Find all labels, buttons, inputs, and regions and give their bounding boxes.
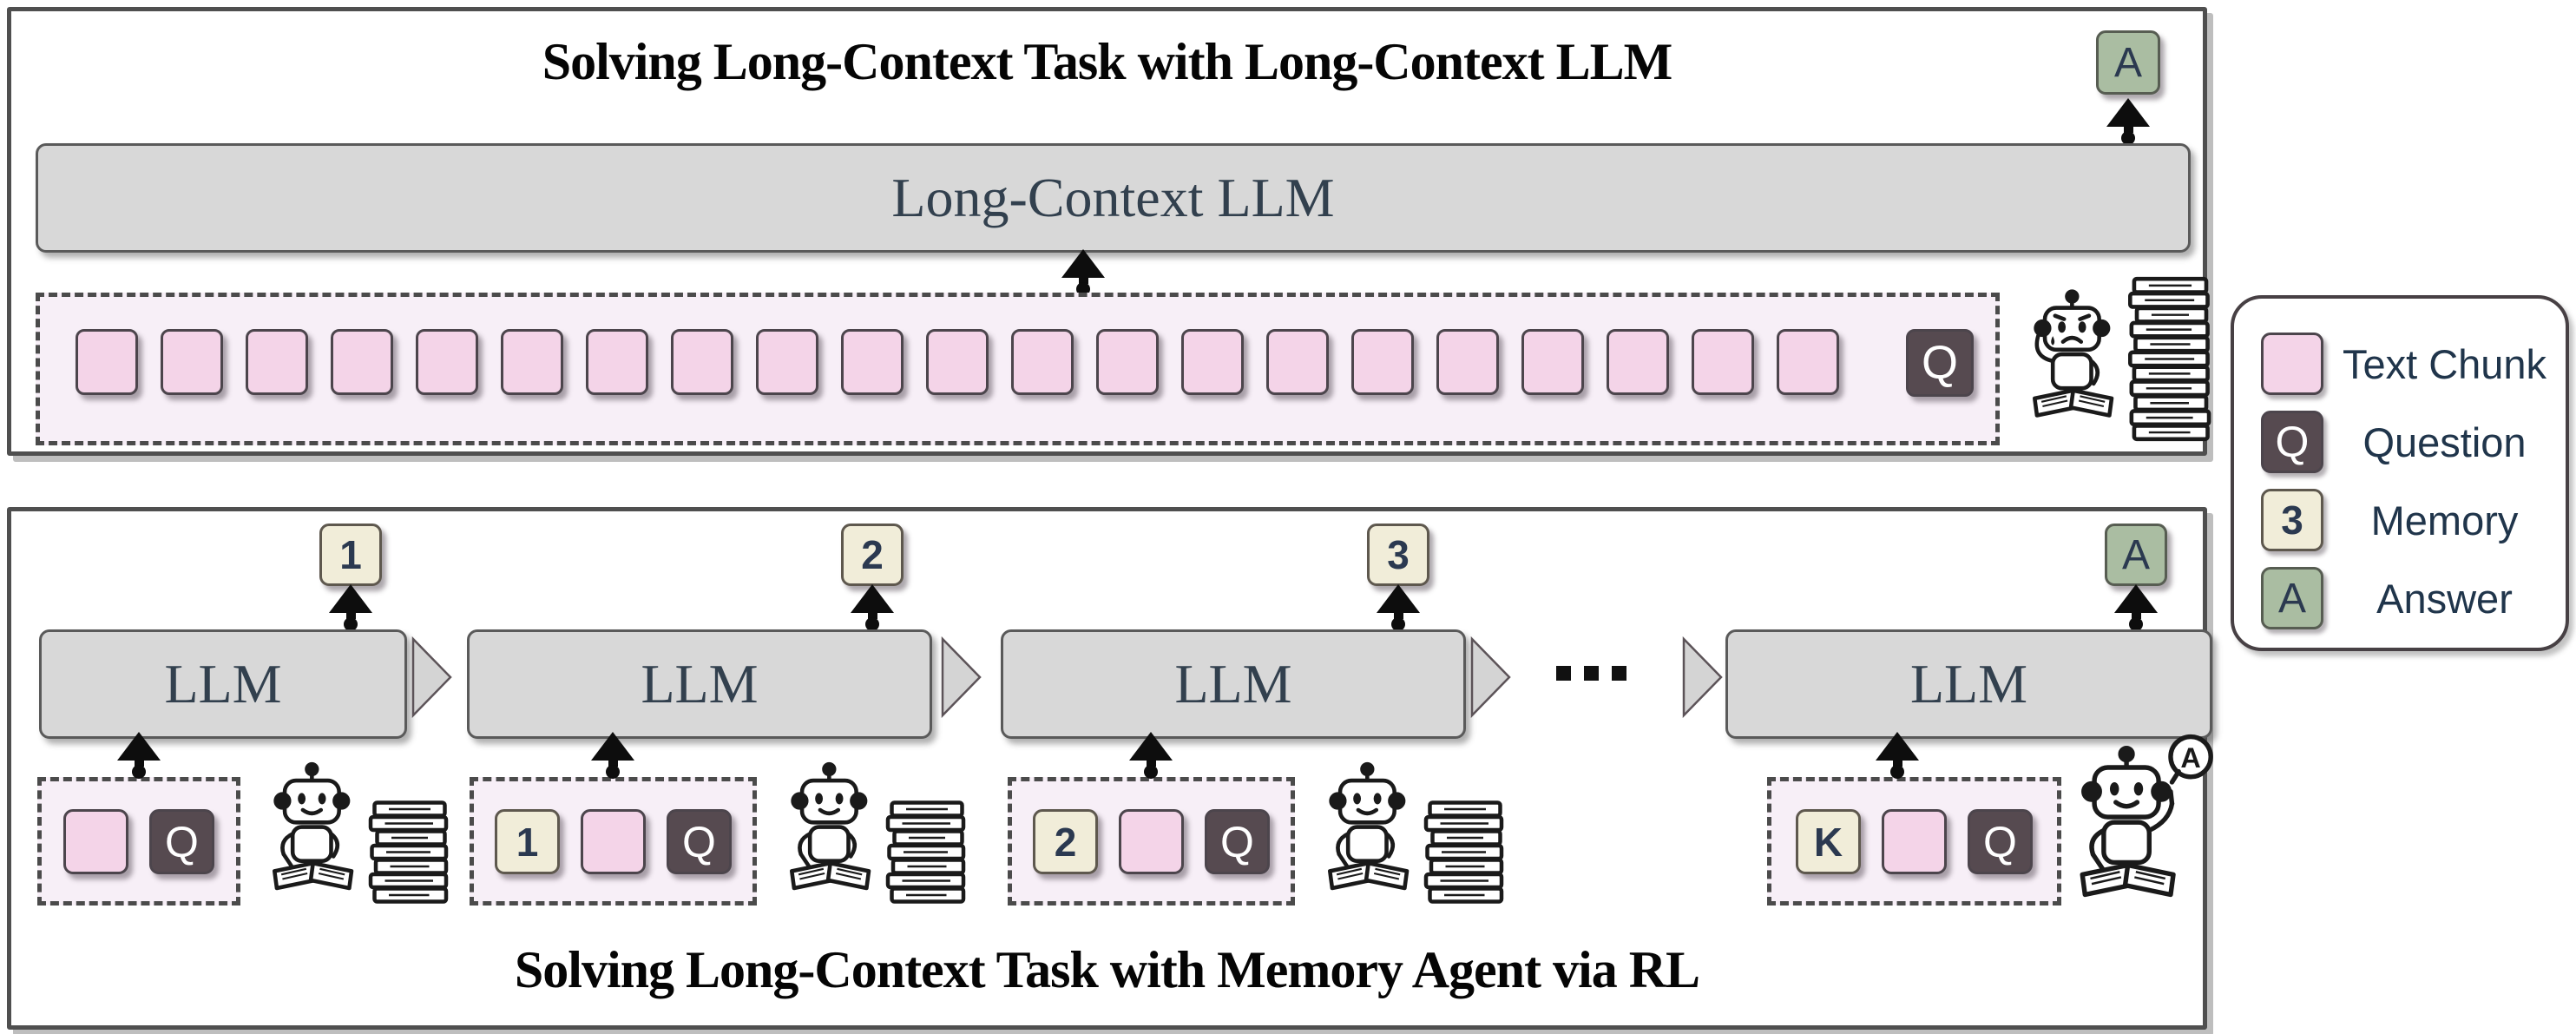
text-chunk (331, 329, 393, 395)
top-panel-title: Solving Long-Context Task with Long-Cont… (542, 33, 1673, 90)
text-chunk (246, 329, 308, 395)
text-chunk (1692, 329, 1754, 395)
llm-box-3: LLM (1001, 629, 1466, 739)
text-chunk (1436, 329, 1499, 395)
text-chunk (1521, 329, 1584, 395)
up-arrow-icon (851, 584, 894, 631)
text-chunk (1011, 329, 1074, 395)
legend-row-chunk: Text Chunk (2261, 325, 2566, 403)
llm-box-2: LLM (467, 629, 932, 739)
text-chunk (1607, 329, 1669, 395)
robot-speech-bubble-label: A (2180, 742, 2200, 774)
right-triangle-icon (411, 636, 452, 718)
text-chunk (161, 329, 223, 395)
text-chunk (1266, 329, 1329, 395)
legend-row-question: Q Question (2261, 403, 2566, 481)
up-arrow-icon (591, 732, 634, 779)
happy-robot-writing-icon (247, 744, 457, 913)
up-arrow-icon (1876, 732, 1919, 779)
legend-row-answer: A Answer (2261, 559, 2566, 637)
legend-question-label: Question (2362, 418, 2527, 465)
up-arrow-icon (2106, 98, 2150, 145)
question-box-top: Q (1906, 329, 1974, 397)
llm-box-4: LLM (1725, 629, 2212, 739)
bottom-panel-title: Solving Long-Context Task with Memory Ag… (514, 941, 1700, 998)
legend-answer-swatch: A (2261, 567, 2323, 629)
text-chunk (586, 329, 648, 395)
text-chunk (1181, 329, 1244, 395)
legend-chunk-label: Text Chunk (2342, 340, 2547, 387)
legend-memory-swatch: 3 (2261, 489, 2323, 551)
text-chunk (581, 809, 646, 874)
legend-chunk-swatch (2261, 333, 2323, 395)
up-arrow-icon (2114, 584, 2158, 631)
memory-tile: K (1796, 809, 1861, 874)
legend: Text Chunk Q Question 3 Memory A Answer (2231, 295, 2569, 651)
text-chunk (756, 329, 818, 395)
question-tile: Q (149, 809, 214, 874)
top-panel: Solving Long-Context Task with Long-Cont… (7, 7, 2211, 456)
legend-memory-label: Memory (2370, 497, 2519, 543)
text-chunk (501, 329, 563, 395)
answer-box-top: A (2096, 30, 2160, 95)
memory-box-1: 1 (319, 524, 382, 586)
text-chunk (1096, 329, 1159, 395)
right-triangle-icon (1682, 636, 1723, 718)
memory-tile: 1 (495, 809, 560, 874)
text-chunk (1351, 329, 1414, 395)
memory-box-3: 3 (1367, 524, 1429, 586)
bottom-panel: 1 2 3 A LLM LLM LLM LLM Q (7, 507, 2213, 1030)
text-chunk (1777, 329, 1839, 395)
text-chunk (841, 329, 904, 395)
memory-tile: 2 (1033, 809, 1098, 874)
up-arrow-icon (1061, 249, 1105, 296)
long-context-llm-box: Long-Context LLM (36, 143, 2191, 253)
happy-robot-writing-icon (765, 744, 974, 913)
input-box-4: K Q (1767, 777, 2061, 906)
text-chunk (1119, 809, 1184, 874)
text-chunk (63, 809, 128, 874)
happy-robot-answer-icon: A (2060, 718, 2220, 913)
overwhelmed-robot-reading-icon (2008, 265, 2219, 447)
input-box-2: 1 Q (470, 777, 757, 906)
question-tile: Q (667, 809, 732, 874)
answer-box-final: A (2105, 524, 2167, 586)
context-chunk-row: Q (36, 293, 2000, 445)
text-chunk (671, 329, 733, 395)
up-arrow-icon (117, 732, 161, 779)
right-triangle-icon (1470, 636, 1511, 718)
up-arrow-icon (1129, 732, 1173, 779)
text-chunk (1882, 809, 1947, 874)
text-chunk (76, 329, 138, 395)
memory-box-2: 2 (841, 524, 904, 586)
legend-question-swatch: Q (2261, 411, 2323, 473)
legend-row-memory: 3 Memory (2261, 481, 2566, 559)
happy-robot-writing-icon (1303, 744, 1512, 913)
llm-box-1: LLM (39, 629, 407, 739)
ellipsis-dots (1556, 666, 1626, 681)
text-chunk (926, 329, 989, 395)
question-tile: Q (1205, 809, 1270, 874)
input-box-3: 2 Q (1008, 777, 1295, 906)
up-arrow-icon (1377, 584, 1420, 631)
input-box-1: Q (37, 777, 240, 906)
robot-figure (2033, 289, 2114, 418)
right-triangle-icon (941, 636, 982, 718)
legend-answer-label: Answer (2376, 575, 2513, 622)
chunk-row-chunks (76, 329, 1839, 395)
text-chunk (416, 329, 478, 395)
question-tile: Q (1968, 809, 2033, 874)
book-stack-icon (2128, 276, 2211, 442)
up-arrow-icon (329, 584, 372, 631)
